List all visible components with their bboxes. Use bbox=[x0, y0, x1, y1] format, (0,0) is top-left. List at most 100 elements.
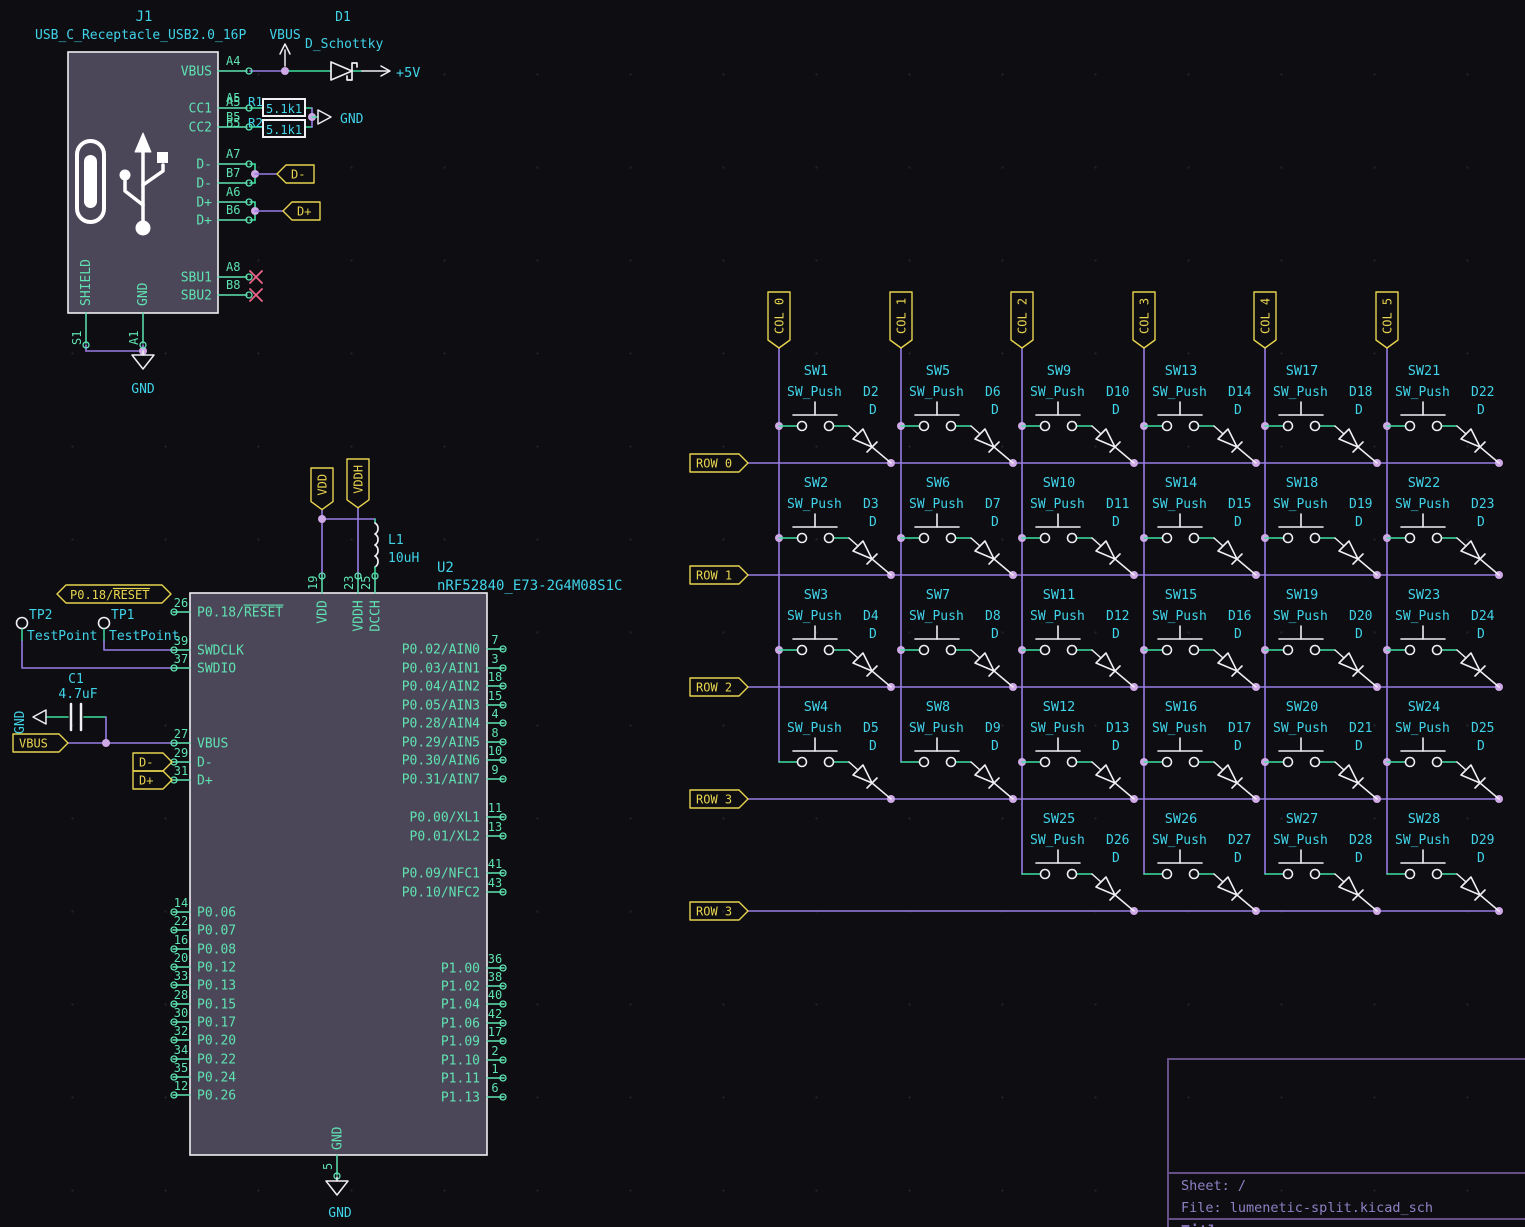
matrix-diode-symbol[interactable] bbox=[849, 762, 891, 799]
push-switch-symbol[interactable] bbox=[1158, 626, 1202, 655]
matrix-diode-symbol[interactable] bbox=[1214, 650, 1256, 687]
push-switch-symbol[interactable] bbox=[1279, 514, 1323, 543]
gnd-symbol[interactable] bbox=[33, 710, 46, 724]
matrix-diode-symbol[interactable] bbox=[1335, 426, 1377, 463]
switch-cell-sw26[interactable]: SW26SW_PushD27D bbox=[1144, 811, 1256, 911]
matrix-diode-symbol[interactable] bbox=[1457, 650, 1499, 687]
matrix-diode-symbol[interactable] bbox=[1335, 762, 1377, 799]
net-label-col-5[interactable]: COL 5 bbox=[1376, 292, 1398, 348]
push-switch-symbol[interactable] bbox=[793, 626, 837, 655]
switch-cell-sw4[interactable]: SW4SW_PushD5D bbox=[779, 699, 891, 799]
switch-cell-sw11[interactable]: SW11SW_PushD12D bbox=[1022, 587, 1134, 687]
switch-cell-sw5[interactable]: SW5SW_PushD6D bbox=[901, 363, 1013, 463]
net-label-row-3[interactable]: ROW 3 bbox=[690, 902, 748, 920]
net-label-row-2[interactable]: ROW 2 bbox=[690, 678, 748, 696]
mcu-u2[interactable]: 26P0.18/RESET39SWDCLK37SWDIO27VBUS29D-31… bbox=[171, 573, 506, 1179]
switch-cell-sw8[interactable]: SW8SW_PushD9D bbox=[901, 699, 1013, 799]
capacitor-c1[interactable] bbox=[71, 704, 81, 730]
switch-cell-sw3[interactable]: SW3SW_PushD4D bbox=[779, 587, 891, 687]
push-switch-symbol[interactable] bbox=[1158, 738, 1202, 767]
push-switch-symbol[interactable] bbox=[915, 402, 959, 431]
switch-cell-sw14[interactable]: SW14SW_PushD15D bbox=[1144, 475, 1256, 575]
push-switch-symbol[interactable] bbox=[1036, 626, 1080, 655]
switch-cell-sw18[interactable]: SW18SW_PushD19D bbox=[1265, 475, 1377, 575]
net-label-row-0[interactable]: ROW 0 bbox=[690, 454, 748, 472]
net-label-col-3[interactable]: COL 3 bbox=[1133, 292, 1155, 348]
matrix-diode-symbol[interactable] bbox=[1457, 538, 1499, 575]
switch-cell-sw25[interactable]: SW25SW_PushD26D bbox=[1022, 811, 1134, 911]
matrix-diode-symbol[interactable] bbox=[971, 762, 1013, 799]
switch-cell-sw6[interactable]: SW6SW_PushD7D bbox=[901, 475, 1013, 575]
gnd-symbol[interactable] bbox=[326, 1177, 348, 1195]
switch-cell-sw10[interactable]: SW10SW_PushD11D bbox=[1022, 475, 1134, 575]
push-switch-symbol[interactable] bbox=[915, 626, 959, 655]
switch-cell-sw9[interactable]: SW9SW_PushD10D bbox=[1022, 363, 1134, 463]
vbus-power-symbol[interactable] bbox=[280, 44, 290, 66]
matrix-diode-symbol[interactable] bbox=[1092, 874, 1134, 911]
push-switch-symbol[interactable] bbox=[1401, 402, 1445, 431]
matrix-diode-symbol[interactable] bbox=[1335, 874, 1377, 911]
push-switch-symbol[interactable] bbox=[1036, 402, 1080, 431]
push-switch-symbol[interactable] bbox=[1158, 402, 1202, 431]
matrix-diode-symbol[interactable] bbox=[1214, 874, 1256, 911]
plus5v-power-symbol[interactable] bbox=[362, 66, 390, 76]
matrix-diode-symbol[interactable] bbox=[849, 538, 891, 575]
push-switch-symbol[interactable] bbox=[793, 402, 837, 431]
net-label-d-[interactable]: D- bbox=[133, 753, 172, 771]
net-label-d+[interactable]: D+ bbox=[283, 202, 320, 220]
switch-cell-sw12[interactable]: SW12SW_PushD13D bbox=[1022, 699, 1134, 799]
matrix-diode-symbol[interactable] bbox=[1335, 538, 1377, 575]
push-switch-symbol[interactable] bbox=[793, 514, 837, 543]
net-label-col-4[interactable]: COL 4 bbox=[1254, 292, 1276, 348]
switch-cell-sw1[interactable]: SW1SW_PushD2D bbox=[779, 363, 891, 463]
net-label-d+[interactable]: D+ bbox=[133, 771, 172, 789]
push-switch-symbol[interactable] bbox=[1036, 738, 1080, 767]
push-switch-symbol[interactable] bbox=[1279, 402, 1323, 431]
matrix-diode-symbol[interactable] bbox=[1214, 426, 1256, 463]
push-switch-symbol[interactable] bbox=[1036, 850, 1080, 879]
net-label-col-1[interactable]: COL 1 bbox=[890, 292, 912, 348]
push-switch-symbol[interactable] bbox=[1401, 514, 1445, 543]
net-label-d-[interactable]: D- bbox=[277, 165, 314, 183]
switch-cell-sw19[interactable]: SW19SW_PushD20D bbox=[1265, 587, 1377, 687]
net-label-col-0[interactable]: COL 0 bbox=[768, 292, 790, 348]
switch-cell-sw13[interactable]: SW13SW_PushD14D bbox=[1144, 363, 1256, 463]
switch-cell-sw24[interactable]: SW24SW_PushD25D bbox=[1387, 699, 1499, 799]
matrix-diode-symbol[interactable] bbox=[849, 650, 891, 687]
matrix-diode-symbol[interactable] bbox=[1457, 762, 1499, 799]
push-switch-symbol[interactable] bbox=[1279, 738, 1323, 767]
gnd-symbol[interactable] bbox=[132, 351, 154, 369]
matrix-diode-symbol[interactable] bbox=[1092, 538, 1134, 575]
testpoint-tp1[interactable] bbox=[99, 618, 110, 641]
testpoint-tp2[interactable] bbox=[17, 618, 28, 641]
inductor-l1[interactable] bbox=[375, 519, 378, 575]
push-switch-symbol[interactable] bbox=[1401, 626, 1445, 655]
matrix-diode-symbol[interactable] bbox=[1214, 762, 1256, 799]
net-label-vdd[interactable]: VDD bbox=[311, 468, 333, 510]
matrix-diode-symbol[interactable] bbox=[849, 426, 891, 463]
net-label-col-2[interactable]: COL 2 bbox=[1011, 292, 1033, 348]
matrix-diode-symbol[interactable] bbox=[1335, 650, 1377, 687]
matrix-diode-symbol[interactable] bbox=[1214, 538, 1256, 575]
net-label-reset[interactable]: P0.18/RESET bbox=[57, 585, 171, 603]
matrix-diode-symbol[interactable] bbox=[1092, 650, 1134, 687]
switch-cell-sw17[interactable]: SW17SW_PushD18D bbox=[1265, 363, 1377, 463]
matrix-diode-symbol[interactable] bbox=[1457, 426, 1499, 463]
push-switch-symbol[interactable] bbox=[1279, 850, 1323, 879]
matrix-diode-symbol[interactable] bbox=[971, 426, 1013, 463]
push-switch-symbol[interactable] bbox=[915, 738, 959, 767]
push-switch-symbol[interactable] bbox=[1279, 626, 1323, 655]
matrix-diode-symbol[interactable] bbox=[971, 650, 1013, 687]
push-switch-symbol[interactable] bbox=[1401, 850, 1445, 879]
push-switch-symbol[interactable] bbox=[1158, 514, 1202, 543]
net-label-row-3[interactable]: ROW 3 bbox=[690, 790, 748, 808]
switch-cell-sw23[interactable]: SW23SW_PushD24D bbox=[1387, 587, 1499, 687]
matrix-diode-symbol[interactable] bbox=[1457, 874, 1499, 911]
switch-cell-sw28[interactable]: SW28SW_PushD29D bbox=[1387, 811, 1499, 911]
switch-cell-sw2[interactable]: SW2SW_PushD3D bbox=[779, 475, 891, 575]
switch-cell-sw7[interactable]: SW7SW_PushD8D bbox=[901, 587, 1013, 687]
net-label-vbus[interactable]: VBUS bbox=[13, 734, 68, 752]
matrix-diode-symbol[interactable] bbox=[1092, 762, 1134, 799]
